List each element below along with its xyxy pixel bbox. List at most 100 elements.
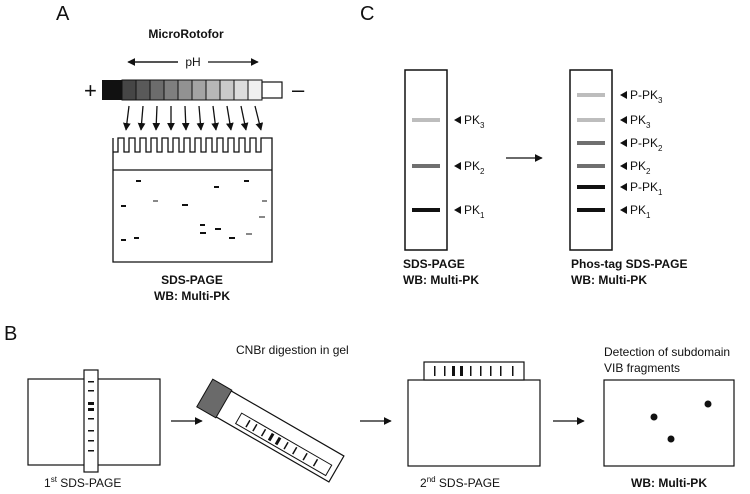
gel-spot bbox=[262, 200, 267, 202]
blot-spot bbox=[667, 435, 675, 443]
band-label: PK3 bbox=[630, 113, 651, 130]
band-pointer bbox=[620, 206, 627, 214]
strip-band bbox=[500, 366, 502, 376]
band-label: P-PK1 bbox=[630, 180, 663, 197]
band bbox=[577, 93, 605, 97]
gel-spot bbox=[153, 200, 158, 202]
band-pointer bbox=[620, 116, 627, 124]
strip-band bbox=[88, 440, 94, 442]
fraction-arrow bbox=[225, 105, 234, 131]
cnbr-label: CNBr digestion in gel bbox=[236, 343, 349, 357]
fraction-arrow bbox=[211, 105, 219, 131]
strip-band bbox=[470, 366, 472, 376]
gel-spot bbox=[259, 216, 265, 218]
fraction-arrow bbox=[240, 105, 249, 131]
c-left-caption-2: WB: Multi-PK bbox=[403, 273, 479, 287]
band-pointer bbox=[454, 206, 461, 214]
strip-band bbox=[512, 366, 514, 376]
gel-spots bbox=[121, 180, 267, 241]
first-gel-bands bbox=[88, 381, 94, 452]
panel-b: B 1st SDS-PAGE CNBr digestion in gel 2nd… bbox=[4, 323, 735, 490]
band bbox=[577, 208, 605, 212]
panel-a-caption-1: SDS-PAGE bbox=[161, 273, 223, 287]
fraction-arrow bbox=[196, 105, 205, 131]
strip-band bbox=[434, 366, 436, 376]
digestion-tube bbox=[196, 378, 345, 483]
band-label: P-PK3 bbox=[630, 88, 663, 105]
panel-b-letter: B bbox=[4, 323, 17, 345]
band bbox=[412, 208, 440, 212]
gel-spot bbox=[214, 186, 219, 188]
first-sds-page-label: 1st SDS-PAGE bbox=[44, 475, 121, 490]
gel-spot bbox=[246, 233, 252, 235]
band-pointer bbox=[620, 162, 627, 170]
detection-label-2: VIB fragments bbox=[604, 361, 680, 375]
tube-bands bbox=[245, 419, 319, 467]
second-gel bbox=[407, 379, 541, 467]
ph-label-bg bbox=[178, 54, 208, 68]
chamber-cell bbox=[135, 79, 151, 101]
chamber-cell bbox=[205, 79, 221, 101]
fraction-arrow bbox=[181, 105, 190, 131]
fractionation-chambers bbox=[121, 79, 263, 101]
panel-a: A MicroRotofor pH + – SDS-PAGE WB: Multi… bbox=[56, 3, 305, 303]
strip-band bbox=[480, 366, 482, 376]
strip-band bbox=[88, 402, 94, 405]
c-left-caption-1: SDS-PAGE bbox=[403, 257, 465, 271]
gel-spot bbox=[136, 180, 141, 182]
band-pointer bbox=[620, 91, 627, 99]
gel-spot bbox=[121, 239, 126, 241]
band-label: PK1 bbox=[630, 203, 651, 220]
gel-spot bbox=[229, 237, 235, 239]
blot-spot bbox=[704, 400, 712, 408]
strip-band bbox=[88, 381, 94, 383]
chamber-cell bbox=[191, 79, 207, 101]
first-gel-lane-strip bbox=[83, 369, 99, 473]
tube-band bbox=[312, 458, 319, 467]
second-gel-strip-bands bbox=[434, 366, 514, 376]
detection-label-1: Detection of subdomain bbox=[604, 345, 730, 359]
band bbox=[577, 164, 605, 168]
band-pointer bbox=[454, 116, 461, 124]
chamber-cell bbox=[219, 79, 235, 101]
fraction-arrow bbox=[123, 105, 131, 131]
tube-band bbox=[302, 452, 308, 461]
tube-band bbox=[252, 423, 258, 432]
strip-band bbox=[460, 366, 463, 376]
chamber-cell bbox=[233, 79, 249, 101]
strip-band bbox=[88, 418, 94, 420]
chamber-cell bbox=[163, 79, 179, 101]
strip-band bbox=[88, 430, 94, 432]
band-pointer bbox=[620, 183, 627, 191]
band-label: PK2 bbox=[630, 159, 651, 176]
tube-cap bbox=[196, 378, 233, 419]
strip-band bbox=[490, 366, 492, 376]
second-sds-page-label: 2nd SDS-PAGE bbox=[420, 475, 500, 490]
ph-label: pH bbox=[185, 55, 200, 69]
band-pointer bbox=[454, 162, 461, 170]
gel-spot bbox=[200, 224, 205, 226]
chamber-cell bbox=[121, 79, 137, 101]
fraction-arrow bbox=[152, 105, 161, 131]
c-right-caption-1: Phos-tag SDS-PAGE bbox=[571, 257, 687, 271]
band bbox=[412, 164, 440, 168]
tube-band bbox=[245, 419, 251, 428]
left-lane bbox=[404, 69, 448, 251]
device-title: MicroRotofor bbox=[148, 27, 224, 41]
strip-band bbox=[88, 450, 94, 452]
panel-a-caption-2: WB: Multi-PK bbox=[154, 289, 230, 303]
tube-band bbox=[283, 441, 289, 450]
plus-sign: + bbox=[84, 78, 97, 103]
band-label: PK3 bbox=[464, 113, 485, 130]
strip-band bbox=[88, 408, 94, 411]
band-label: PK1 bbox=[464, 203, 485, 220]
strip-band bbox=[444, 366, 446, 376]
chamber-cell bbox=[149, 79, 165, 101]
band bbox=[577, 185, 605, 189]
c-right-caption-2: WB: Multi-PK bbox=[571, 273, 647, 287]
band-label: PK2 bbox=[464, 159, 485, 176]
